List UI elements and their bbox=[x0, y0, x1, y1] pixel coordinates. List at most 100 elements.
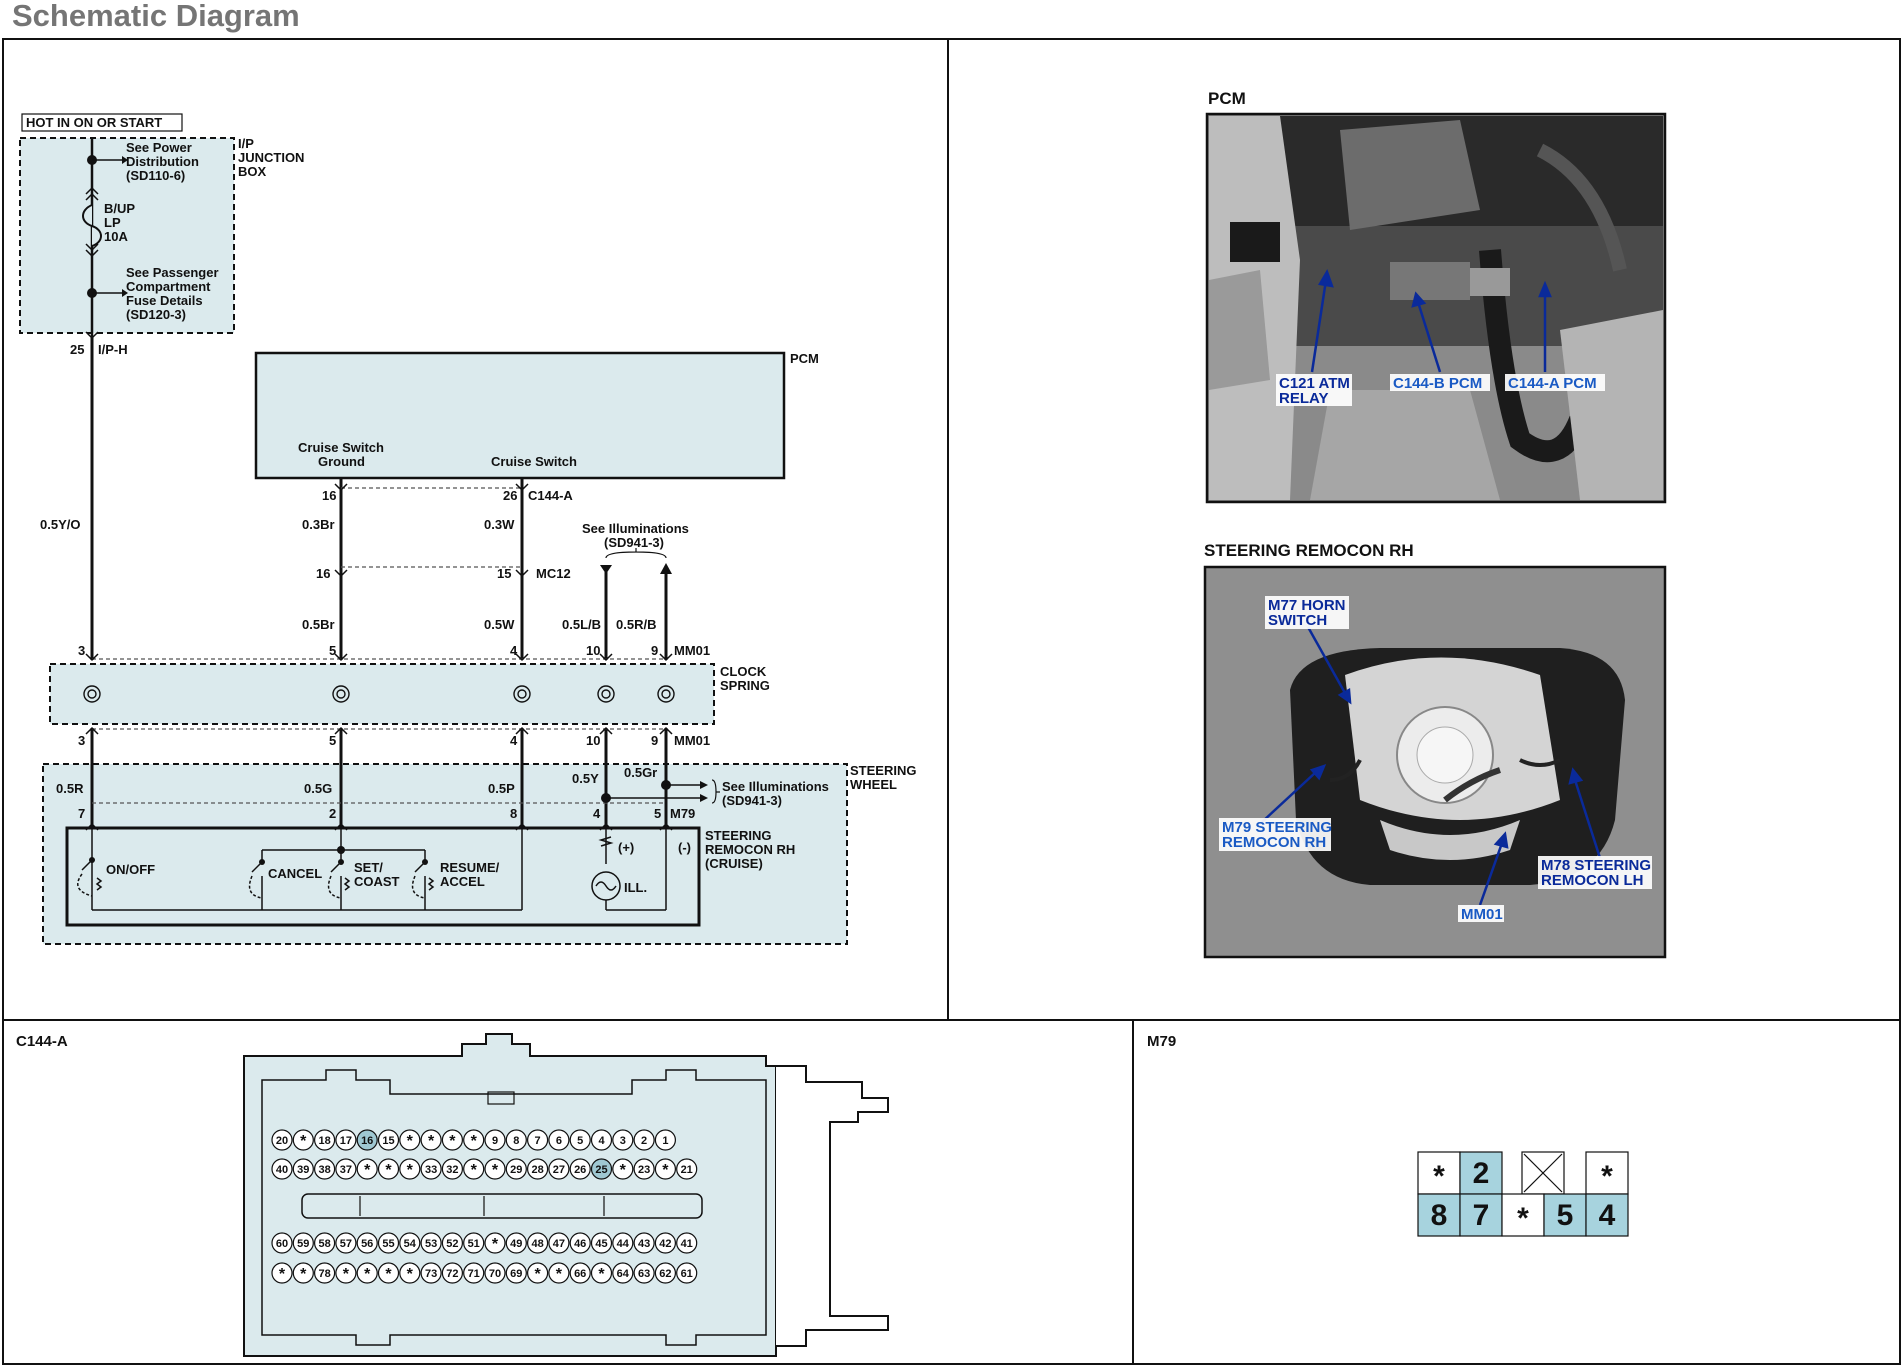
m79-pin-2: 2 bbox=[329, 806, 336, 821]
c144a-pin bbox=[314, 1232, 336, 1254]
c144a-pin bbox=[484, 1262, 506, 1284]
m79-title: M79 bbox=[1147, 1033, 1176, 1050]
steering-wheel-1: STEERING bbox=[850, 763, 916, 778]
c144a-pin bbox=[356, 1262, 378, 1284]
clock-spring-2: SPRING bbox=[720, 678, 770, 693]
wire-05w: 0.5W bbox=[484, 617, 515, 632]
pcm-label-c144a: C144-A PCM bbox=[1508, 375, 1597, 392]
m79-label: M79 bbox=[670, 806, 695, 821]
c144a-pin bbox=[441, 1158, 463, 1180]
c144a-pin-label: 17 bbox=[340, 1135, 352, 1147]
pcm-photo-panel: PCM C121 ATM RELAY bbox=[1205, 89, 1667, 504]
steering-label-m78-1: M78 STEERING bbox=[1541, 857, 1651, 874]
c144a-title: C144-A bbox=[16, 1033, 68, 1050]
c144a-pin-label: 70 bbox=[489, 1268, 501, 1280]
mm01-top-pin-2: 5 bbox=[329, 643, 336, 658]
steering-label-m79-2: REMOCON RH bbox=[1222, 834, 1326, 851]
c144a-pin bbox=[314, 1158, 336, 1180]
see-illum-bottom-1: See Illuminations bbox=[722, 779, 829, 794]
pcm-label-c144b: C144-B PCM bbox=[1393, 375, 1482, 392]
hot-label: HOT IN ON OR START bbox=[26, 115, 162, 130]
c144a-pin-label: 62 bbox=[659, 1268, 671, 1280]
pcm-label-c121-1: C121 ATM bbox=[1279, 375, 1350, 392]
wire-05g: 0.5G bbox=[304, 781, 332, 796]
c144a-pin-label: 56 bbox=[361, 1238, 373, 1250]
c144a-pin bbox=[526, 1262, 549, 1284]
mc12-pin15: 15 bbox=[497, 566, 511, 581]
cruise-ground-2: Ground bbox=[318, 454, 365, 469]
c144a-pin-label: 73 bbox=[425, 1268, 437, 1280]
c144a-pin-label: 32 bbox=[446, 1164, 458, 1176]
c144a-pin bbox=[420, 1232, 442, 1254]
c144a-pin bbox=[676, 1232, 698, 1254]
minus-label: (-) bbox=[678, 840, 691, 855]
see-passenger-2: Compartment bbox=[126, 279, 211, 294]
c144a-pin bbox=[633, 1129, 655, 1151]
c144a-pin bbox=[505, 1158, 527, 1180]
c144a-pin bbox=[335, 1158, 357, 1180]
m79-bottom-cell-label: 8 bbox=[1431, 1199, 1448, 1232]
c144a-pin bbox=[441, 1232, 463, 1254]
c144a-pin-label: * bbox=[492, 1162, 499, 1179]
c144a-pin-label: * bbox=[385, 1266, 392, 1283]
m79-top-cell bbox=[1585, 1151, 1629, 1195]
c144a-pin bbox=[356, 1232, 378, 1254]
c144a-pin-label: 4 bbox=[598, 1135, 605, 1147]
mm01-top-pin-1: 3 bbox=[78, 643, 85, 658]
c144a-pin-label: * bbox=[407, 1133, 414, 1150]
c144a-pin-label: 48 bbox=[531, 1238, 543, 1250]
c144a-pin bbox=[399, 1129, 421, 1151]
steering-label-m79-1: M79 STEERING bbox=[1222, 819, 1332, 836]
c144a-pin-label: * bbox=[620, 1162, 627, 1179]
junction-label-1: I/P bbox=[238, 136, 254, 151]
c144a-pin-label: 38 bbox=[318, 1164, 330, 1176]
c144a-pin-label: 25 bbox=[595, 1164, 607, 1176]
c144a-pin bbox=[314, 1129, 336, 1151]
c144a-pin bbox=[569, 1158, 591, 1180]
c144a-pin bbox=[612, 1129, 634, 1151]
mm01-bottom-pin-2: 5 bbox=[329, 733, 336, 748]
mc12-label: MC12 bbox=[536, 566, 571, 581]
c144a-pin bbox=[420, 1129, 442, 1151]
wire-05y: 0.5Y bbox=[572, 771, 599, 786]
m79-pin-7: 7 bbox=[78, 806, 85, 821]
wire-03w: 0.3W bbox=[484, 517, 515, 532]
c144a-pin-label: * bbox=[364, 1266, 371, 1283]
steering-label-m78-2: REMOCON LH bbox=[1541, 872, 1644, 889]
c144a-pin-label: 29 bbox=[510, 1164, 522, 1176]
m79-bottom-cell bbox=[1585, 1193, 1629, 1237]
fuse-3: 10A bbox=[104, 229, 128, 244]
m79-pin-4: 4 bbox=[593, 806, 601, 821]
c144a-pin bbox=[654, 1129, 677, 1151]
pcm-label: PCM bbox=[790, 351, 819, 366]
c144a-pin-label: 60 bbox=[276, 1238, 288, 1250]
c144a-pin-label: 26 bbox=[574, 1164, 586, 1176]
c144a-pin-label: 23 bbox=[638, 1164, 650, 1176]
c144a-pin bbox=[526, 1158, 549, 1180]
see-passenger-4: (SD120-3) bbox=[126, 307, 186, 322]
wire-05r: 0.5R bbox=[56, 781, 84, 796]
c144a-pin-label: 78 bbox=[318, 1268, 330, 1280]
c144a-pin-label: 66 bbox=[574, 1268, 586, 1280]
iph-label: I/P-H bbox=[98, 342, 128, 357]
see-power-2: Distribution bbox=[126, 154, 199, 169]
mm01-bottom-label: MM01 bbox=[674, 733, 710, 748]
fuse-2: LP bbox=[104, 215, 121, 230]
c144a-pin-label: 2 bbox=[641, 1135, 647, 1147]
c144a-pin bbox=[505, 1232, 527, 1254]
c144a-pin bbox=[676, 1262, 698, 1284]
c144a-pin-label: 55 bbox=[382, 1238, 394, 1250]
see-passenger-3: Fuse Details bbox=[126, 293, 203, 308]
c144a-pin bbox=[612, 1158, 634, 1180]
c144a-pin-label: 57 bbox=[340, 1238, 352, 1250]
fuse-1: B/UP bbox=[104, 201, 135, 216]
m79-bottom-cell bbox=[1459, 1193, 1503, 1237]
remocon-box bbox=[65, 826, 701, 927]
remocon-1: STEERING bbox=[705, 828, 771, 843]
c144a-pin-label: 45 bbox=[595, 1238, 607, 1250]
c144a-pin bbox=[569, 1129, 591, 1151]
c144a-pin bbox=[399, 1262, 421, 1284]
